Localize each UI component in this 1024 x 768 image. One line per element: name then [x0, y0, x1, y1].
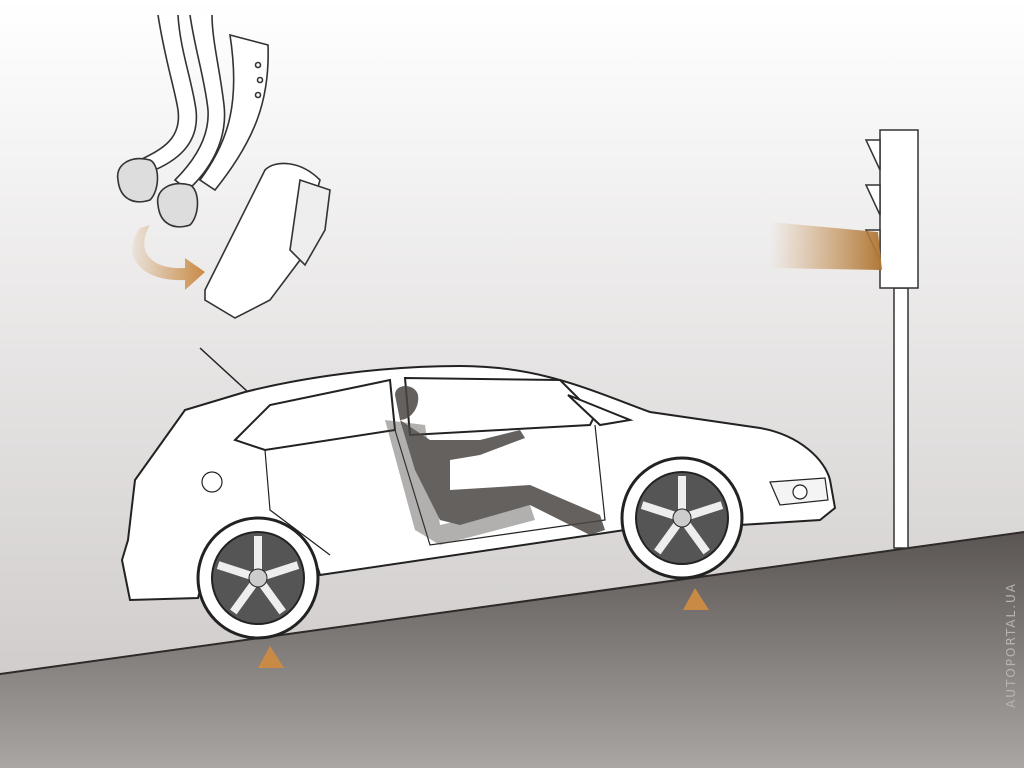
rear-wheel-marker-icon [258, 646, 284, 668]
front-wheel-marker-icon [683, 588, 709, 610]
watermark: AUTOPORTAL.UA [1004, 581, 1018, 708]
road-slope [0, 532, 1024, 768]
rear-wheel-icon [196, 516, 320, 640]
pedals-icon [116, 14, 331, 319]
curved-arrow-icon [132, 225, 205, 290]
traffic-light-icon [770, 129, 919, 549]
driver-silhouette-icon [385, 386, 605, 545]
front-wheel-icon [620, 456, 744, 580]
